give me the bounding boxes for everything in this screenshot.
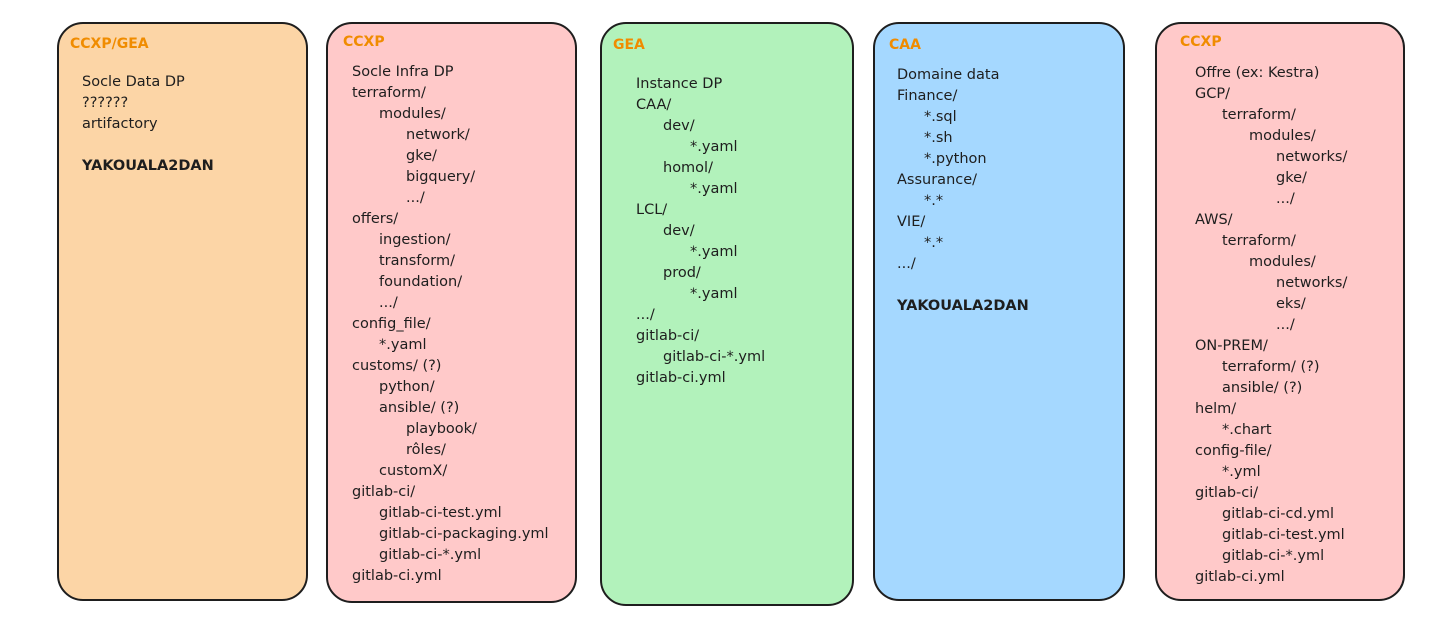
tree-entry bbox=[82, 135, 214, 156]
tree-entry: offers/ bbox=[352, 211, 399, 227]
tree-entry: gke/ bbox=[1276, 170, 1307, 186]
tree-entry: *.python bbox=[924, 151, 987, 167]
tree-entry: gitlab-ci-test.yml bbox=[1222, 527, 1345, 543]
tree-entry: .../ bbox=[897, 256, 916, 272]
tree-entry: *.sh bbox=[924, 130, 953, 146]
tree-entry: GCP/ bbox=[1195, 86, 1230, 102]
tree-entry: YAKOUALA2DAN bbox=[897, 298, 1029, 314]
tree-entry: networks/ bbox=[1276, 275, 1348, 291]
tree-entry: transform/ bbox=[379, 253, 455, 269]
tree-entry: terraform/ (?) bbox=[1222, 359, 1320, 375]
tree-entry: gitlab-ci.yml bbox=[636, 370, 726, 386]
tree-entry: gitlab-ci/ bbox=[352, 484, 416, 500]
tree-entry: terraform/ bbox=[1222, 107, 1296, 123]
tree-entry: ansible/ (?) bbox=[379, 400, 460, 416]
tree-entry: AWS/ bbox=[1195, 212, 1233, 228]
tree-entry: gitlab-ci-*.yml bbox=[663, 349, 766, 365]
tree-entry: gitlab-ci-packaging.yml bbox=[379, 526, 549, 542]
card-ccxp-offre bbox=[1155, 22, 1405, 601]
tree-entry: *.* bbox=[924, 193, 944, 209]
tree-entry: *.* bbox=[924, 235, 944, 251]
tree-entry: ON-PREM/ bbox=[1195, 338, 1268, 354]
tree-entry: customs/ (?) bbox=[352, 358, 442, 374]
tree-entry: *.yaml bbox=[690, 181, 738, 197]
card-content: Socle Infra DP terraform/modules/network/… bbox=[352, 62, 549, 587]
card-ccxp-gea bbox=[57, 22, 308, 601]
tree-entry: Socle Data DP bbox=[82, 74, 185, 90]
tree-entry: Domaine data bbox=[897, 67, 1000, 83]
tree-entry: prod/ bbox=[663, 265, 701, 281]
tree-entry: ingestion/ bbox=[379, 232, 451, 248]
tree-entry: LCL/ bbox=[636, 202, 668, 218]
tree-entry: gke/ bbox=[406, 148, 437, 164]
card-title: CCXP bbox=[1180, 34, 1222, 50]
card-title: CAA bbox=[889, 37, 921, 53]
tree-entry: gitlab-ci/ bbox=[1195, 485, 1259, 501]
tree-entry: rôles/ bbox=[406, 442, 446, 458]
tree-entry: terraform/ bbox=[1222, 233, 1296, 249]
tree-entry: .../ bbox=[636, 307, 655, 323]
tree-entry: eks/ bbox=[1276, 296, 1306, 312]
tree-entry: *.yml bbox=[1222, 464, 1261, 480]
tree-entry: dev/ bbox=[663, 223, 695, 239]
tree-entry: VIE/ bbox=[897, 214, 926, 230]
tree-entry: .../ bbox=[406, 190, 425, 206]
tree-entry: Socle Infra DP bbox=[352, 64, 454, 80]
tree-entry: ?????? bbox=[82, 95, 129, 111]
tree-entry: *.yaml bbox=[690, 286, 738, 302]
tree-entry: Assurance/ bbox=[897, 172, 978, 188]
tree-entry: gitlab-ci.yml bbox=[352, 568, 442, 584]
tree-entry: *.yaml bbox=[690, 139, 738, 155]
tree-entry: Offre (ex: Kestra) bbox=[1195, 65, 1320, 81]
card-content: Offre (ex: Kestra) GCP/terraform/modules/… bbox=[1195, 63, 1347, 588]
tree-entry: network/ bbox=[406, 127, 470, 143]
tree-entry: helm/ bbox=[1195, 401, 1237, 417]
tree-entry: ansible/ (?) bbox=[1222, 380, 1303, 396]
card-title: GEA bbox=[613, 37, 645, 53]
tree-entry: gitlab-ci-cd.yml bbox=[1222, 506, 1335, 522]
tree-entry: Finance/ bbox=[897, 88, 958, 104]
tree-entry: bigquery/ bbox=[406, 169, 476, 185]
tree-entry: artifactory bbox=[82, 116, 158, 132]
tree-entry: foundation/ bbox=[379, 274, 463, 290]
tree-entry: .../ bbox=[1276, 191, 1295, 207]
tree-entry: dev/ bbox=[663, 118, 695, 134]
tree-entry: python/ bbox=[379, 379, 435, 395]
tree-entry: config_file/ bbox=[352, 316, 431, 332]
tree-entry: *.yaml bbox=[690, 244, 738, 260]
tree-entry: config-file/ bbox=[1195, 443, 1272, 459]
card-caa-domaine bbox=[873, 22, 1125, 601]
tree-entry: CAA/ bbox=[636, 97, 672, 113]
tree-entry: Instance DP bbox=[636, 76, 723, 92]
tree-entry: *.chart bbox=[1222, 422, 1272, 438]
tree-entry: terraform/ bbox=[352, 85, 426, 101]
tree-entry: modules/ bbox=[1249, 254, 1316, 270]
tree-entry: networks/ bbox=[1276, 149, 1348, 165]
tree-entry: gitlab-ci-test.yml bbox=[379, 505, 502, 521]
tree-entry: gitlab-ci-*.yml bbox=[379, 547, 482, 563]
card-title: CCXP/GEA bbox=[70, 36, 149, 52]
tree-entry: YAKOUALA2DAN bbox=[82, 158, 214, 174]
tree-entry: gitlab-ci/ bbox=[636, 328, 700, 344]
tree-entry: .../ bbox=[1276, 317, 1295, 333]
tree-entry: customX/ bbox=[379, 463, 448, 479]
tree-entry: *.sql bbox=[924, 109, 957, 125]
tree-entry: .../ bbox=[379, 295, 398, 311]
tree-entry: gitlab-ci-*.yml bbox=[1222, 548, 1325, 564]
card-title: CCXP bbox=[343, 34, 385, 50]
card-ccxp-socle-infra bbox=[326, 22, 577, 603]
card-gea-instance bbox=[600, 22, 854, 606]
tree-entry: modules/ bbox=[1249, 128, 1316, 144]
tree-entry: homol/ bbox=[663, 160, 713, 176]
tree-entry bbox=[897, 275, 1029, 296]
tree-entry: playbook/ bbox=[406, 421, 477, 437]
tree-entry: gitlab-ci.yml bbox=[1195, 569, 1285, 585]
tree-entry: modules/ bbox=[379, 106, 446, 122]
tree-entry: *.yaml bbox=[379, 337, 427, 353]
